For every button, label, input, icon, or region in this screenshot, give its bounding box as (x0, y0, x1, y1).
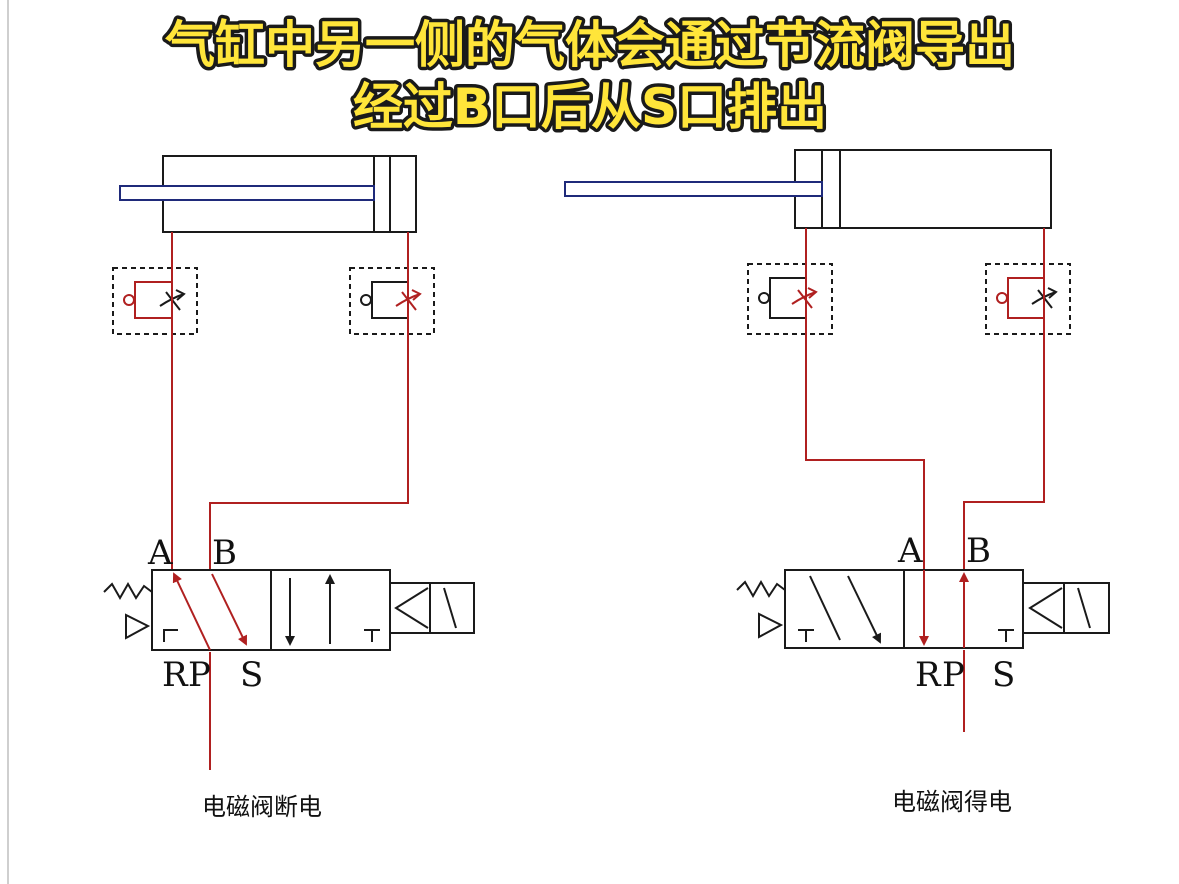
title-line-1: 气缸中另一侧的气体会通过节流阀导出 (165, 16, 1015, 74)
right-port-b-label: B (966, 531, 991, 571)
left-caption: 电磁阀断电 (202, 793, 322, 821)
check-valve-icon (758, 292, 770, 304)
left-port-r-label: R (162, 655, 189, 695)
pilot-triangle-icon (758, 612, 784, 639)
right-piston (821, 149, 841, 229)
title-block: 气缸中另一侧的气体会通过节流阀导出 经过B口后从S口排出 (162, 13, 1019, 140)
left-directional-valve (103, 569, 475, 651)
right-port-s-label: S (992, 655, 1015, 695)
left-line-b (209, 232, 409, 570)
right-flow-control-b (985, 263, 1071, 335)
left-flow-lines (171, 232, 409, 770)
spring-icon (103, 581, 153, 601)
solenoid-coil-icon (389, 582, 475, 634)
left-piston-rod (119, 185, 375, 201)
title-line-2: 经过B口后从S口排出 (353, 78, 827, 136)
right-flow-control-a (747, 263, 833, 335)
left-port-b-label: B (212, 533, 237, 573)
check-valve-icon (996, 292, 1008, 304)
right-port-p-label: P (942, 655, 965, 695)
left-flow-control-b (349, 267, 435, 335)
right-circuit: A B R P S 电磁阀得电 (564, 149, 1110, 816)
right-caption: 电磁阀得电 (892, 788, 1012, 816)
right-port-r-label: R (915, 655, 942, 695)
left-circuit: A B R P S 电磁阀断电 (103, 155, 475, 821)
spring-icon (736, 579, 786, 599)
left-port-p-label: P (188, 655, 211, 695)
pilot-triangle-icon (125, 613, 151, 640)
right-directional-valve (736, 569, 1110, 649)
right-port-a-label: A (897, 531, 923, 571)
solenoid-coil-icon (1022, 582, 1110, 634)
check-valve-icon (360, 294, 372, 306)
right-flow-lines (805, 228, 1045, 732)
left-flow-control-a (112, 267, 198, 335)
right-piston-rod (564, 181, 823, 197)
right-line-a (805, 228, 925, 570)
check-valve-icon (123, 294, 135, 306)
right-line-b (963, 228, 1045, 570)
left-port-s-label: S (240, 655, 263, 695)
left-port-a-label: A (147, 533, 173, 573)
right-cylinder (794, 149, 1052, 229)
left-piston (373, 155, 391, 233)
